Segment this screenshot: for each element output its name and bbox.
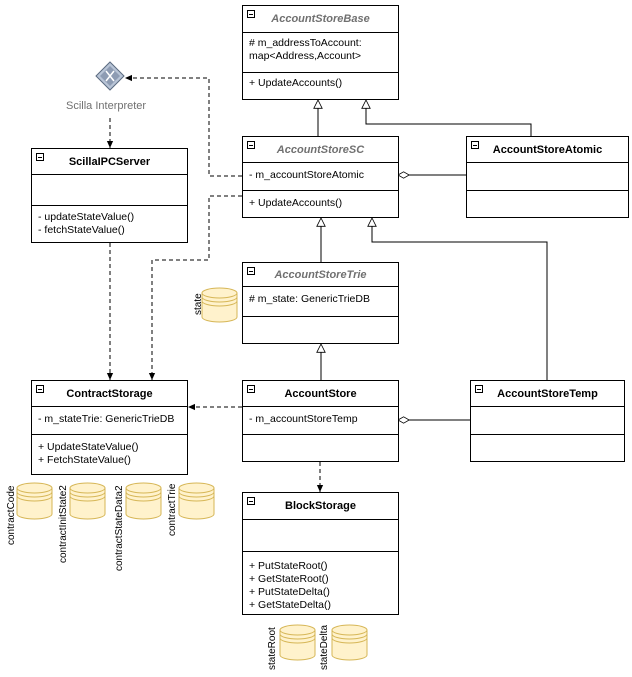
db-label-state-delta: stateDelta <box>319 624 330 670</box>
collapse-icon[interactable] <box>247 141 255 149</box>
operations-section: + UpdateAccounts() <box>243 191 398 214</box>
db-contract-code-icon <box>16 482 53 520</box>
operation: + PutStateDelta() <box>249 586 330 598</box>
db-label-state: state <box>193 293 204 315</box>
attribute: - m_stateTrie: GenericTrieDB <box>38 413 175 425</box>
operation: + UpdateAccounts() <box>249 77 343 89</box>
collapse-icon[interactable] <box>247 385 255 393</box>
class-header: ScillaIPCServer <box>32 149 187 175</box>
collapse-icon[interactable] <box>475 385 483 393</box>
scilla-interpreter-label: Scilla Interpreter <box>66 100 147 112</box>
collapse-icon[interactable] <box>247 267 255 275</box>
class-scilla-ipc-server[interactable]: ScillaIPCServer - updateStateValue() - f… <box>31 148 188 243</box>
class-name: BlockStorage <box>285 500 356 512</box>
attributes-section <box>467 163 628 191</box>
operations-section <box>471 435 624 443</box>
class-name: AccountStoreAtomic <box>492 143 603 156</box>
gen-atomic-base <box>366 100 532 136</box>
attribute: - m_accountStoreAtomic <box>249 169 364 181</box>
operations-section: - updateStateValue() - fetchStateValue() <box>32 206 187 241</box>
gen-temp-sc <box>372 218 548 380</box>
scilla-interpreter-icon <box>95 61 125 91</box>
attributes-section: - m_stateTrie: GenericTrieDB <box>32 407 187 435</box>
class-name: AccountStore <box>284 387 357 400</box>
operation: + PutStateRoot() <box>249 560 328 572</box>
class-account-store[interactable]: AccountStore - m_accountStoreTemp <box>242 380 399 462</box>
operations-section <box>243 317 398 325</box>
operation: + UpdateAccounts() <box>249 197 343 209</box>
dep-sc-contract <box>148 195 242 380</box>
class-header: AccountStore <box>243 381 398 407</box>
class-account-store-sc[interactable]: AccountStoreSC - m_accountStoreAtomic + … <box>242 136 399 218</box>
class-header: AccountStoreBase <box>243 6 398 33</box>
db-label-contract-state-data2: contractStateData2 <box>114 485 125 571</box>
class-header: ContractStorage <box>32 381 187 407</box>
attributes-section: # m_state: GenericTrieDB <box>243 287 398 317</box>
operations-section <box>243 435 398 443</box>
dep-sc-interpreter <box>124 74 242 177</box>
collapse-icon[interactable] <box>36 385 44 393</box>
operation: + FetchStateValue() <box>38 454 131 466</box>
operation: + GetStateDelta() <box>249 599 331 611</box>
attribute: # m_addressToAccount: <box>249 37 362 49</box>
operations-section: + UpdateStateValue() + FetchStateValue() <box>32 435 187 471</box>
class-account-store-atomic[interactable]: AccountStoreAtomic <box>466 136 629 218</box>
operation: + GetStateRoot() <box>249 573 329 585</box>
class-account-store-trie[interactable]: AccountStoreTrie # m_state: GenericTrieD… <box>242 262 399 344</box>
attributes-section: - m_accountStoreTemp <box>243 407 398 435</box>
db-label-contract-trie: contractTrie <box>167 483 178 536</box>
class-name: AccountStoreTemp <box>497 387 598 400</box>
attribute: map<Address,Account> <box>249 50 362 62</box>
db-label-contract-init-state2: contractInitState2 <box>58 485 69 563</box>
attribute: # m_state: GenericTrieDB <box>249 293 370 305</box>
attributes-section <box>32 175 187 206</box>
attributes-section: # m_addressToAccount: map<Address,Accoun… <box>243 33 398 73</box>
collapse-icon[interactable] <box>247 10 255 18</box>
db-label-contract-code: contractCode <box>6 485 17 545</box>
class-header: AccountStoreAtomic <box>467 137 628 163</box>
attribute: - m_accountStoreTemp <box>249 413 358 425</box>
class-header: BlockStorage <box>243 493 398 520</box>
db-contract-trie-icon <box>178 482 215 520</box>
db-state-icon <box>201 287 238 323</box>
collapse-icon[interactable] <box>471 141 479 149</box>
class-contract-storage[interactable]: ContractStorage - m_stateTrie: GenericTr… <box>31 380 188 475</box>
class-name: AccountStoreSC <box>276 143 365 156</box>
attributes-section <box>471 407 624 435</box>
class-name: AccountStoreTrie <box>274 268 367 281</box>
class-name: AccountStoreBase <box>271 13 370 25</box>
class-block-storage[interactable]: BlockStorage + PutStateRoot() + GetState… <box>242 492 399 615</box>
db-label-state-root: stateRoot <box>267 627 278 670</box>
operation: + UpdateStateValue() <box>38 441 139 453</box>
attributes-section <box>243 520 398 552</box>
attributes-section: - m_accountStoreAtomic <box>243 163 398 191</box>
db-state-root-icon <box>279 624 316 661</box>
db-state-delta-icon <box>331 624 368 661</box>
class-header: AccountStoreSC <box>243 137 398 163</box>
operation: - fetchStateValue() <box>38 224 125 236</box>
operations-section: + PutStateRoot() + GetStateRoot() + PutS… <box>243 552 398 616</box>
operations-section: + UpdateAccounts() <box>243 73 398 94</box>
class-header: AccountStoreTrie <box>243 263 398 287</box>
db-contract-init-state2-icon <box>69 482 106 520</box>
class-name: ContractStorage <box>66 387 153 400</box>
collapse-icon[interactable] <box>36 153 44 161</box>
operation: - updateStateValue() <box>38 211 135 223</box>
collapse-icon[interactable] <box>247 497 255 505</box>
class-account-store-base[interactable]: AccountStoreBase # m_addressToAccount: m… <box>242 5 399 100</box>
class-account-store-temp[interactable]: AccountStoreTemp <box>470 380 625 462</box>
db-contract-state-data2-icon <box>125 482 162 520</box>
class-header: AccountStoreTemp <box>471 381 624 407</box>
class-name: ScillaIPCServer <box>68 155 151 168</box>
operations-section <box>467 191 628 199</box>
